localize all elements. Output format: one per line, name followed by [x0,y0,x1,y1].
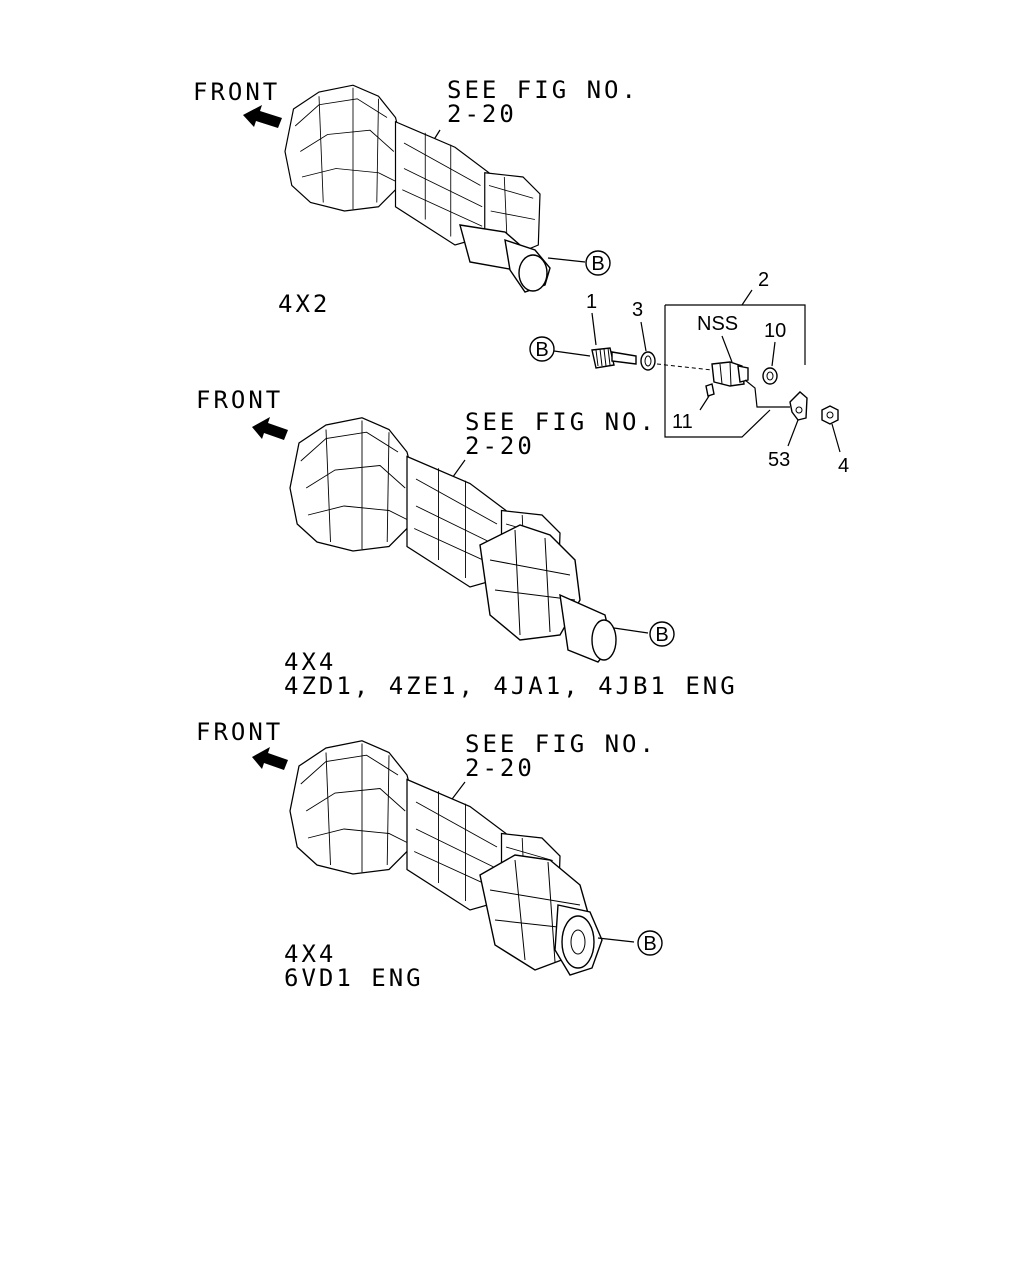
svg-text:B: B [643,933,656,955]
leader-line [547,257,586,263]
front-label: FRONT [196,718,283,746]
view-caption: 4X4 [284,940,336,968]
see-fig-number: 2-20 [465,754,535,782]
leader-line [613,627,649,634]
view-4x4-4zd1: FRONT SEE FIG NO. 2-20 B 4X4 4ZD1, 4ZE1,… [196,386,738,700]
screw [705,383,715,397]
ref-marker-b: B [585,250,611,276]
front-arrow-icon [252,417,288,440]
driven-gear [591,347,637,369]
view-engine-caption: 6VD1 ENG [284,964,424,992]
ref-marker-b: B [649,621,675,647]
nss-label: NSS [697,313,738,335]
ref-marker-b: B [529,336,555,362]
transfer-case [479,524,617,663]
see-fig-label: SEE FIG NO. [447,76,639,104]
callout-3: 3 [632,299,643,321]
see-fig-label: SEE FIG NO. [465,408,657,436]
see-fig-number: 2-20 [447,100,517,128]
nss-sensor [711,361,749,387]
callout-53: 53 [768,449,790,471]
seal [762,367,778,385]
front-label: FRONT [196,386,283,414]
svg-text:B: B [591,253,604,275]
svg-text:B: B [655,624,668,646]
view-engine-caption: 4ZD1, 4ZE1, 4JA1, 4JB1 ENG [284,672,738,700]
see-fig-label: SEE FIG NO. [465,730,657,758]
o-ring [640,351,656,371]
view-caption: 4X4 [284,648,336,676]
callout-4: 4 [838,455,849,477]
view-caption: 4X2 [278,290,330,318]
ref-marker-b: B [637,930,663,956]
front-arrow-icon [252,747,288,770]
see-fig-number: 2-20 [465,432,535,460]
leader-line [597,937,635,943]
svg-text:B: B [535,339,548,361]
callout-2: 2 [758,269,769,291]
bolt [821,405,839,425]
front-label: FRONT [193,78,280,106]
callout-10: 10 [764,320,786,342]
transfer-case [479,854,603,976]
view-4x2: FRONT SEE FIG NO. 2-20 B 4X2 [193,76,639,318]
speedometer-detail: 2 B 1 3 NSS [529,269,849,477]
view-4x4-6vd1: FRONT SEE FIG NO. 2-20 B 4X4 6VD1 ENG [196,718,663,992]
tail-shaft [459,224,551,293]
callout-1: 1 [586,291,597,313]
lock-plate [789,391,808,421]
callout-11: 11 [672,411,693,433]
front-arrow-icon [243,105,282,128]
